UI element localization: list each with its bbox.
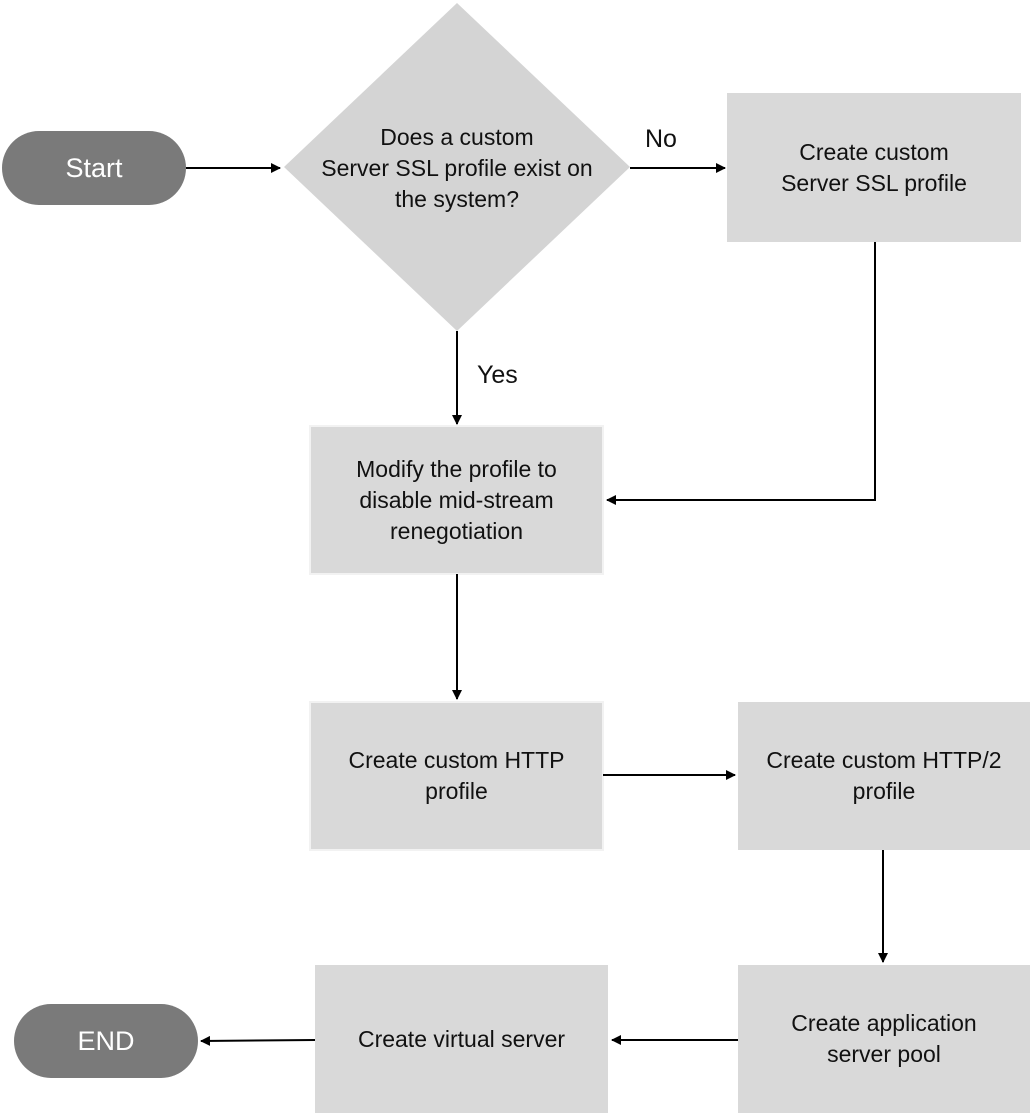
- vs-box: [315, 965, 608, 1113]
- create-ssl-box: [727, 93, 1021, 242]
- edge-vs-to-end: [200, 1035, 316, 1046]
- edge-label-yes: Yes: [477, 361, 518, 389]
- http-box: [309, 701, 604, 851]
- modify-box: [309, 425, 604, 575]
- http2-box: [738, 702, 1030, 850]
- edge-ssl-to-modify: [606, 242, 876, 505]
- end-terminal: [14, 1004, 198, 1078]
- pool-box: [738, 965, 1030, 1113]
- decision-diamond: [284, 3, 630, 331]
- start-terminal: [2, 131, 186, 205]
- edge-label-no: No: [645, 125, 677, 153]
